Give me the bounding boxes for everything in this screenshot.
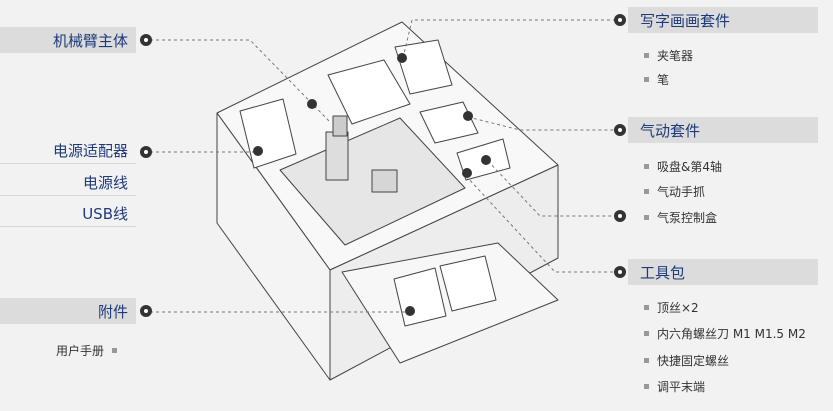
label-power-cable: 电源线 [0,170,136,196]
arm-base [325,131,349,181]
item-leveling-end-text: 调平末端 [657,380,706,394]
group-writing-kit-title: 写字画画套件 [628,7,818,33]
leader-pneumatic [467,116,615,131]
label-power-adapter: 电源适配器 [0,138,136,164]
bullet-power-adapter [140,146,152,158]
item-set-screws-text: 顶丝×2 [657,301,699,315]
group-tool-kit-title-text: 工具包 [640,263,686,282]
label-accessories: 附件 [0,298,136,324]
square-bullet [644,331,649,336]
writing-tray [327,59,411,125]
item-suction-cup: 吸盘&第4轴 [644,158,722,175]
group-pneumatic-kit-title: 气动套件 [628,117,818,143]
label-power-cable-text: 电源线 [82,174,128,192]
bullet-arm-body [307,99,317,109]
item-user-manual-text: 用户手册 [56,344,105,358]
item-hex-drivers: 内六角螺丝刀 M1 M1.5 M2 [644,325,806,342]
group-tool-kit-title: 工具包 [628,259,818,285]
item-pen-text: 笔 [657,73,670,87]
bullet-pneumatic-tray [463,111,473,121]
square-bullet [644,53,649,58]
leader-pump [487,160,615,217]
item-hex-drivers-text: 内六角螺丝刀 M1 M1.5 M2 [657,327,806,341]
square-bullet [644,358,649,363]
bullet-adapter-tray [253,146,263,156]
item-suction-cup-text: 吸盘&第4轴 [657,160,722,174]
item-quick-screws-text: 快捷固定螺丝 [657,354,730,368]
illustration-bullets [253,53,491,316]
group-writing-kit-title-text: 写字画画套件 [640,11,731,30]
bullet-writing-tray [397,53,407,63]
square-bullet [644,305,649,310]
item-pump-box: 气泵控制盒 [644,209,717,226]
item-gripper: 气动手抓 [644,183,705,200]
label-power-adapter-text: 电源适配器 [52,142,128,160]
item-pen-holder: 夹笔器 [644,47,693,64]
square-bullet [644,164,649,169]
label-arm-body-text: 机械臂主体 [52,31,128,50]
bullet-writing-kit [614,14,626,26]
bullet-pump-box [614,210,626,222]
square-bullet [644,384,649,389]
bullet-accessories [140,305,152,317]
label-usb-cable: USB线 [0,201,136,227]
item-gripper-text: 气动手抓 [657,185,706,199]
label-accessories-text: 附件 [97,302,128,321]
square-bullet [112,348,118,353]
group-pneumatic-kit-title-text: 气动套件 [640,121,701,140]
bullet-pneumatic-kit [614,124,626,136]
label-usb-cable-text: USB线 [82,205,128,223]
leader-arm [150,39,331,123]
arm-motor [371,169,398,193]
pneumatic-tray [419,101,479,144]
bullet-doc [405,306,415,316]
doc-right [439,255,497,312]
leader-writing [402,19,615,59]
square-bullet [644,189,649,194]
bullet-arm-body-left [140,34,152,46]
pen-slot [394,39,453,95]
square-bullet [644,77,649,82]
bullet-tool-kit [614,266,626,278]
item-user-manual: 用户手册 [56,342,118,359]
leader-tools [465,175,615,273]
item-set-screws: 顶丝×2 [644,299,699,316]
item-leveling-end: 调平末端 [644,378,705,395]
arm-joint [332,115,348,137]
square-bullet [644,215,649,220]
label-arm-body: 机械臂主体 [0,27,136,53]
bullet-pump-tray [481,155,491,165]
item-quick-screws: 快捷固定螺丝 [644,352,729,369]
item-pump-box-text: 气泵控制盒 [657,211,718,225]
item-pen: 笔 [644,71,669,88]
item-pen-holder-text: 夹笔器 [657,49,694,63]
bullet-tool-tray [462,168,472,178]
